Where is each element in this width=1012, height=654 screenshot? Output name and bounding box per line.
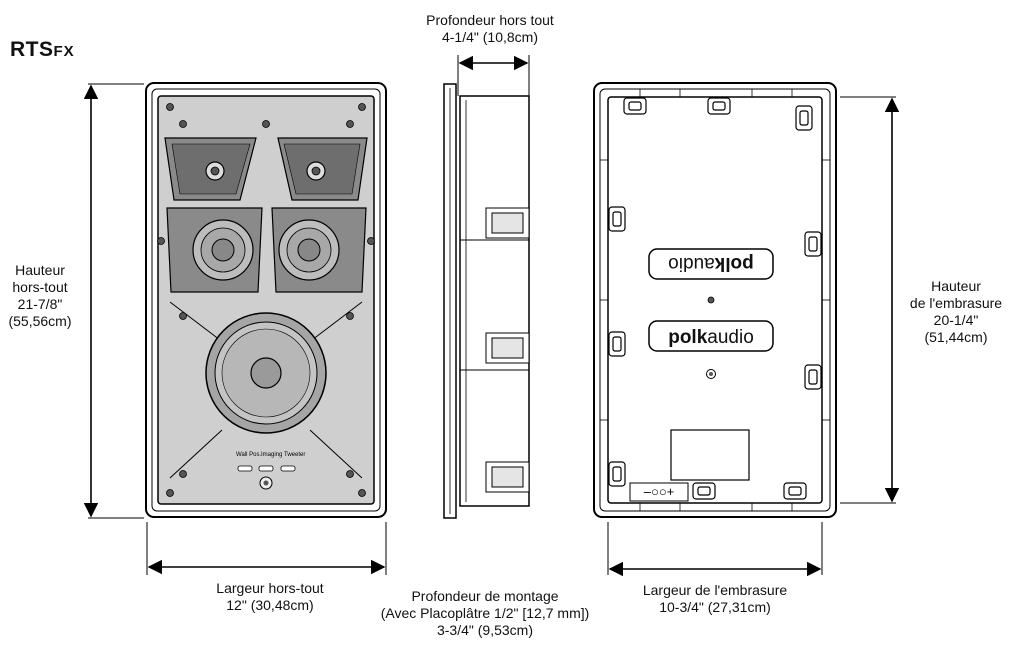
front-width-label: Largeur hors-tout 12" (30,48cm) <box>216 580 324 613</box>
front-frame-inner <box>151 88 381 512</box>
wall-pos-text: Wall Pos. <box>236 452 261 458</box>
side-mount-depth-label: Profondeur de montage (Avec Placoplâtre … <box>380 588 590 638</box>
side-view <box>443 55 530 519</box>
side-clamps <box>485 207 530 493</box>
woofer <box>205 312 327 434</box>
side-depth-label: Profondeur hors tout 4-1/4" (10,8cm) <box>426 12 554 45</box>
back-label-plate <box>670 429 750 481</box>
logo-inverted-light: audio <box>668 254 715 275</box>
control-panel: Wall Pos. Imaging Tweeter <box>236 452 305 490</box>
back-width-label: Largeur de l'embrasure 10-3/4" (27,31cm) <box>642 582 788 615</box>
midrange-left <box>166 207 263 293</box>
back-screw-top <box>707 296 715 304</box>
front-height-label: Hauteur hors-tout 21-7/8" (55,56cm) <box>8 262 72 329</box>
svg-text:polkaudio: polkaudio <box>668 254 754 275</box>
title-main: RTS <box>10 38 54 61</box>
back-clips <box>608 97 822 500</box>
front-view: Wall Pos. Imaging Tweeter <box>83 82 387 575</box>
tweeter-right <box>277 137 368 201</box>
woofer-braces <box>169 301 363 479</box>
wall-pos-switch[interactable] <box>237 465 253 472</box>
svg-text:polkaudio: polkaudio <box>668 327 754 348</box>
back-height-label: Hauteur de l'embrasure 20-1/4" (51,44cm) <box>909 278 1003 345</box>
logo-upright-bold: polk <box>668 327 707 348</box>
imaging-switch[interactable] <box>258 465 274 472</box>
logo-inverted: polkaudio <box>648 248 774 280</box>
title-sub: FX <box>53 43 75 60</box>
back-ribs <box>600 89 830 511</box>
tweeter-text: Tweeter <box>284 452 305 458</box>
imaging-text: Imaging <box>261 452 282 458</box>
terminal-text: –○○+ <box>644 484 675 499</box>
product-title: RTSFX <box>10 38 75 62</box>
logo-upright: polkaudio <box>648 320 774 352</box>
midrange-right <box>271 207 367 293</box>
tweeter-left <box>164 137 257 201</box>
speaker-terminal: –○○+ <box>629 482 689 502</box>
back-view: polkaudio polkaudio –○○+ <box>593 82 900 577</box>
logo-inverted-bold: polk <box>714 254 753 275</box>
side-body <box>459 95 530 507</box>
logo-upright-light: audio <box>707 327 754 348</box>
tweeter-switch[interactable] <box>280 465 296 472</box>
front-screws <box>157 103 375 497</box>
